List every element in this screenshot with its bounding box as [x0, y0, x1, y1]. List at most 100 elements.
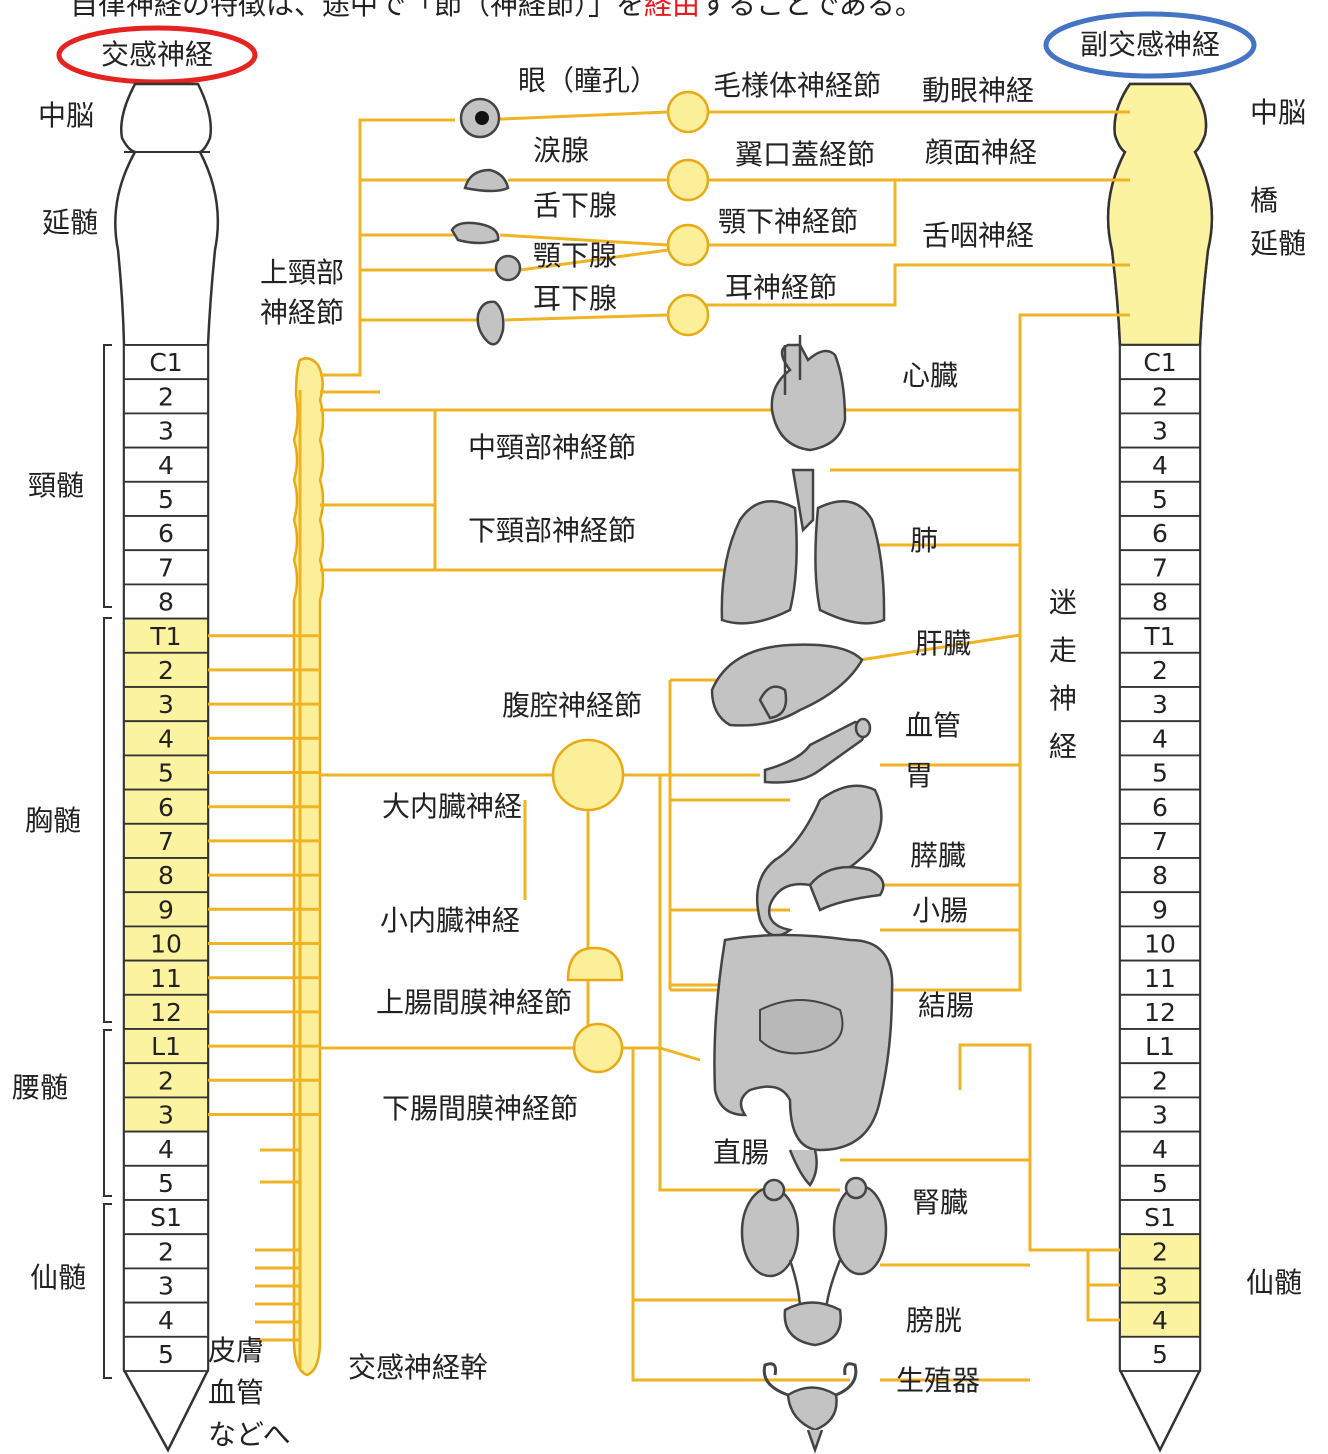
right-segment-label: 6	[1152, 519, 1168, 548]
left-segment-label: 8	[158, 861, 174, 890]
label-skin-line2: 血管	[208, 1376, 264, 1409]
label-glossopharyngeal-nerve: 舌咽神経	[922, 219, 1034, 252]
left-segment-label: 7	[158, 827, 174, 856]
left-segment-label: 5	[158, 485, 174, 514]
right-segment-label: 2	[1152, 1066, 1168, 1095]
lung-illustration	[722, 470, 884, 623]
left-segment-label: 10	[150, 930, 182, 959]
right-segment-label: S1	[1144, 1203, 1176, 1232]
right-segment-label: 8	[1152, 588, 1168, 617]
left-segment-label: L1	[151, 1032, 181, 1061]
label-colon: 結腸	[918, 989, 974, 1022]
pupil	[475, 111, 489, 125]
label-lacrimal-gland: 涙腺	[533, 134, 589, 167]
right-segment-label: 5	[1152, 1340, 1168, 1369]
stomach-illustration	[757, 786, 883, 936]
label-ciliary-ganglion: 毛様体神経節	[713, 69, 881, 102]
right-segment-label: 5	[1152, 485, 1168, 514]
sympathetic-trunk	[294, 358, 323, 1375]
parasympathetic-title: 副交感神経	[1080, 28, 1220, 61]
sympathetic-chain	[294, 358, 323, 1375]
right-segment-label: 11	[1144, 964, 1176, 993]
pterygopalatine-ganglion	[668, 160, 708, 200]
lacrimal-gland	[465, 170, 508, 191]
left-segment-label: 6	[158, 793, 174, 822]
parotid-gland	[478, 302, 504, 345]
left-region-cervical: 頸髄	[28, 469, 84, 502]
sympathetic-title: 交感神経	[101, 38, 213, 71]
right-segment-label: L1	[1145, 1032, 1175, 1061]
superior-mesenteric-ganglion	[568, 948, 622, 980]
right-segment-label: 10	[1144, 930, 1176, 959]
right-segment-label: 5	[1152, 759, 1168, 788]
right-brainstem-highlight	[1108, 84, 1212, 345]
right-segment-label: 4	[1152, 451, 1168, 480]
label-otic-ganglion: 耳神経節	[725, 271, 837, 304]
heart-illustration	[772, 335, 845, 450]
left-segment-label: 3	[158, 1101, 174, 1130]
right-segment-label: 3	[1152, 1101, 1168, 1130]
right-segment-label: 6	[1152, 793, 1168, 822]
right-segment-label: 4	[1152, 724, 1168, 753]
left-segment-label: 5	[158, 759, 174, 788]
left-segment-label: 6	[158, 519, 174, 548]
sublingual-gland	[452, 223, 498, 243]
label-inferior-cervical-ganglion: 下頸部神経節	[468, 514, 636, 547]
label-parotid-gland: 耳下腺	[533, 282, 617, 315]
label-lesser-splanchnic: 小内臓神経	[380, 904, 520, 937]
label-bladder: 膀胱	[906, 1304, 962, 1337]
label-vagus-1: 迷	[1049, 586, 1077, 619]
submandibular-ganglion	[668, 225, 708, 265]
right-segment-label: 5	[1152, 1169, 1168, 1198]
label-vagus-3: 神	[1049, 682, 1077, 715]
label-sympathetic-trunk: 交感神経幹	[348, 1351, 488, 1384]
label-oculomotor-nerve: 動眼神経	[922, 74, 1034, 107]
label-heart: 心臓	[902, 359, 958, 392]
label-sublingual-gland: 舌下腺	[533, 189, 617, 222]
left-segment-label: 2	[158, 656, 174, 685]
label-small-intestine: 小腸	[912, 894, 968, 927]
left-segment-label: 4	[158, 1306, 174, 1335]
right-segment-label: 12	[1144, 998, 1176, 1027]
left-segment-label: 2	[158, 1066, 174, 1095]
label-submandibular-ganglion: 顎下神経節	[718, 205, 858, 238]
label-vagus-2: 走	[1049, 634, 1077, 667]
label-superior-cervical-ganglion-line2: 神経節	[260, 296, 344, 329]
right-spinal-cord: C12345678T123456789101112L12345S12345	[1108, 84, 1212, 1450]
right-segment-label: 7	[1152, 827, 1168, 856]
label-lung: 肺	[910, 524, 938, 557]
submandibular-gland	[496, 256, 520, 280]
vessel-illustration	[765, 719, 870, 783]
liver-illustration	[712, 645, 862, 726]
left-segment-label: 5	[158, 1169, 174, 1198]
genitals-illustration	[764, 1364, 856, 1450]
inferior-mesenteric-ganglion	[574, 1024, 622, 1072]
right-region-medulla: 延髄	[1250, 227, 1306, 260]
left-region-thoracic: 胸髄	[25, 804, 81, 837]
label-submandibular-gland: 顎下腺	[533, 239, 617, 272]
label-celiac-ganglion: 腹腔神経節	[502, 689, 642, 722]
left-segment-label: 8	[158, 588, 174, 617]
left-segment-label: S1	[150, 1203, 182, 1232]
left-segment-label: T1	[149, 622, 181, 651]
caption-highlight: 経由	[644, 0, 700, 21]
left-region-brackets	[104, 345, 112, 1378]
ciliary-ganglion	[668, 92, 708, 132]
left-segment-label: C1	[149, 348, 182, 377]
label-skin-line3: などへ	[208, 1418, 291, 1451]
label-superior-cervical-ganglion-line1: 上頸部	[260, 256, 344, 289]
left-segment-label: 7	[158, 553, 174, 582]
left-segment-label: 11	[150, 964, 182, 993]
left-segment-label: 2	[158, 382, 174, 411]
right-segment-label: C1	[1143, 348, 1176, 377]
right-segment-label: T1	[1143, 622, 1175, 651]
label-eye: 眼（瞳孔）	[518, 64, 658, 97]
label-greater-splanchnic: 大内臓神経	[382, 790, 522, 823]
label-rectum: 直腸	[713, 1136, 769, 1169]
left-region-lumbar: 腰髄	[12, 1071, 68, 1104]
right-segment-label: 4	[1152, 1306, 1168, 1335]
left-segment-label: 5	[158, 1340, 174, 1369]
label-stomach: 胃	[905, 759, 933, 792]
right-segment-label: 9	[1152, 895, 1168, 924]
